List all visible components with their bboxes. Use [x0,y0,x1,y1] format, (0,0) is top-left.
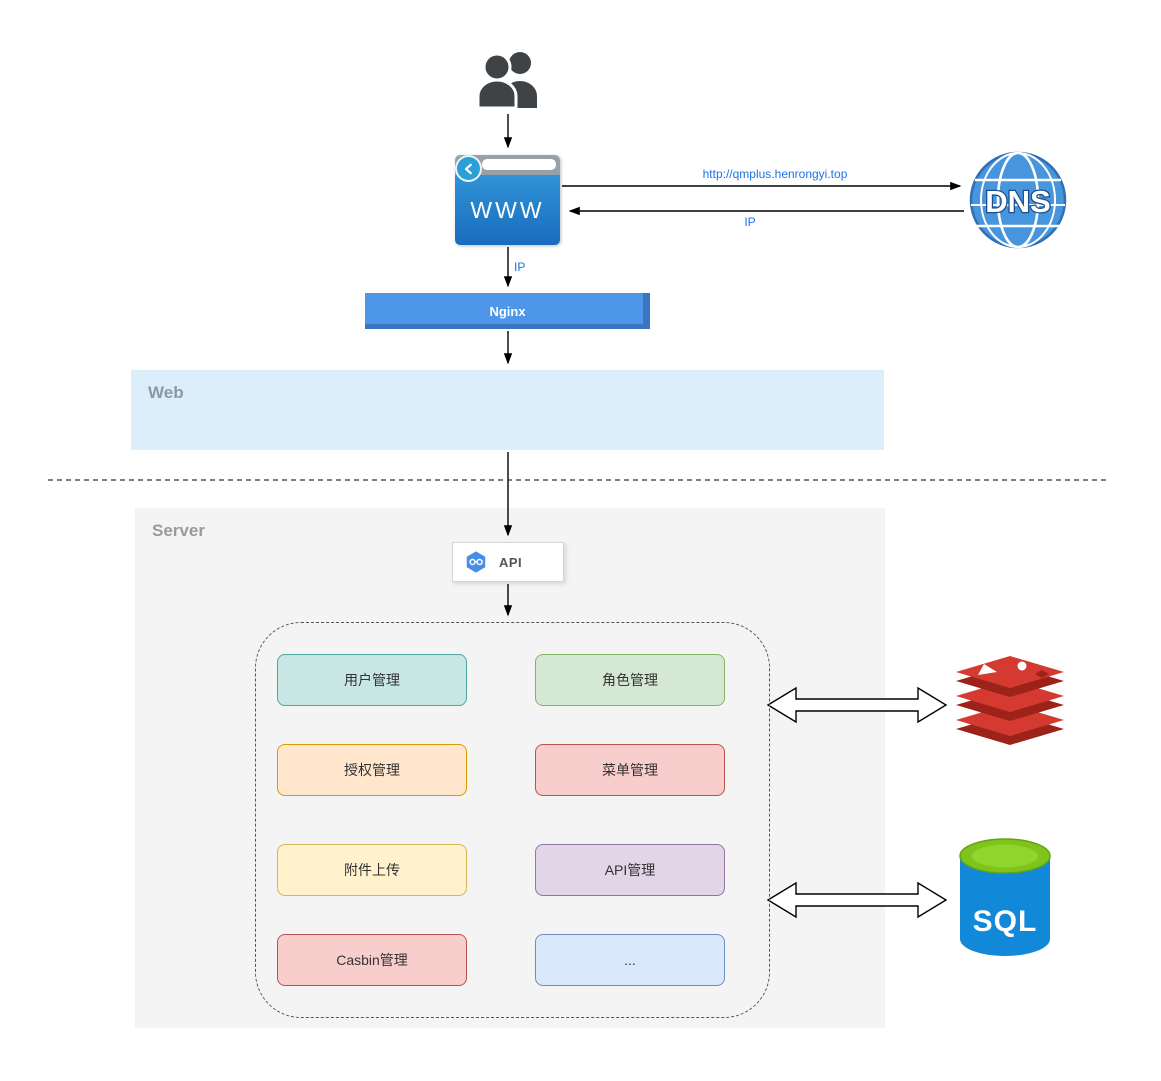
module-api-management: API管理 [535,844,725,896]
dns-label: DNS [985,184,1050,219]
nginx-label: Nginx [489,303,526,319]
sql-label: SQL [973,905,1038,938]
modules-container [255,622,770,1018]
module-label: 角色管理 [602,672,658,688]
module-label: ... [624,952,636,968]
api-label: API [499,554,523,570]
module-user-management: 用户管理 [277,654,467,706]
nginx-node: Nginx [365,293,650,329]
users-icon [470,50,546,117]
redis-icon [950,650,1070,755]
ip-down-label: IP [514,260,526,274]
browser-address-bar [482,159,556,170]
module-label: 菜单管理 [602,762,658,778]
browser-header [455,155,560,180]
module-menu-management: 菜单管理 [535,744,725,796]
module-label: API管理 [604,862,656,878]
ip-return-label: IP [744,215,756,229]
api-node: API [452,542,564,582]
module-more: ... [535,934,725,986]
dns-globe-icon: DNS [968,150,1068,255]
browser-window: WWW [455,155,560,245]
back-arrow-icon [457,157,480,180]
browser-www-label: WWW [470,196,545,223]
api-hexagon-icon [466,551,486,573]
module-label: 用户管理 [344,672,400,688]
module-file-upload: 附件上传 [277,844,467,896]
server-region: Server [135,508,885,1028]
browser-body: WWW [455,175,560,245]
module-label: 授权管理 [344,762,400,778]
url-label: http://qmplus.henrongyi.top [702,167,848,181]
web-region: Web [131,370,884,450]
module-auth-management: 授权管理 [277,744,467,796]
module-label: 附件上传 [344,862,400,878]
module-casbin-management: Casbin管理 [277,934,467,986]
module-label: Casbin管理 [336,952,408,968]
module-role-management: 角色管理 [535,654,725,706]
sql-database-icon: SQL [955,836,1055,967]
web-region-label: Web [148,383,184,402]
server-region-label: Server [152,521,205,540]
